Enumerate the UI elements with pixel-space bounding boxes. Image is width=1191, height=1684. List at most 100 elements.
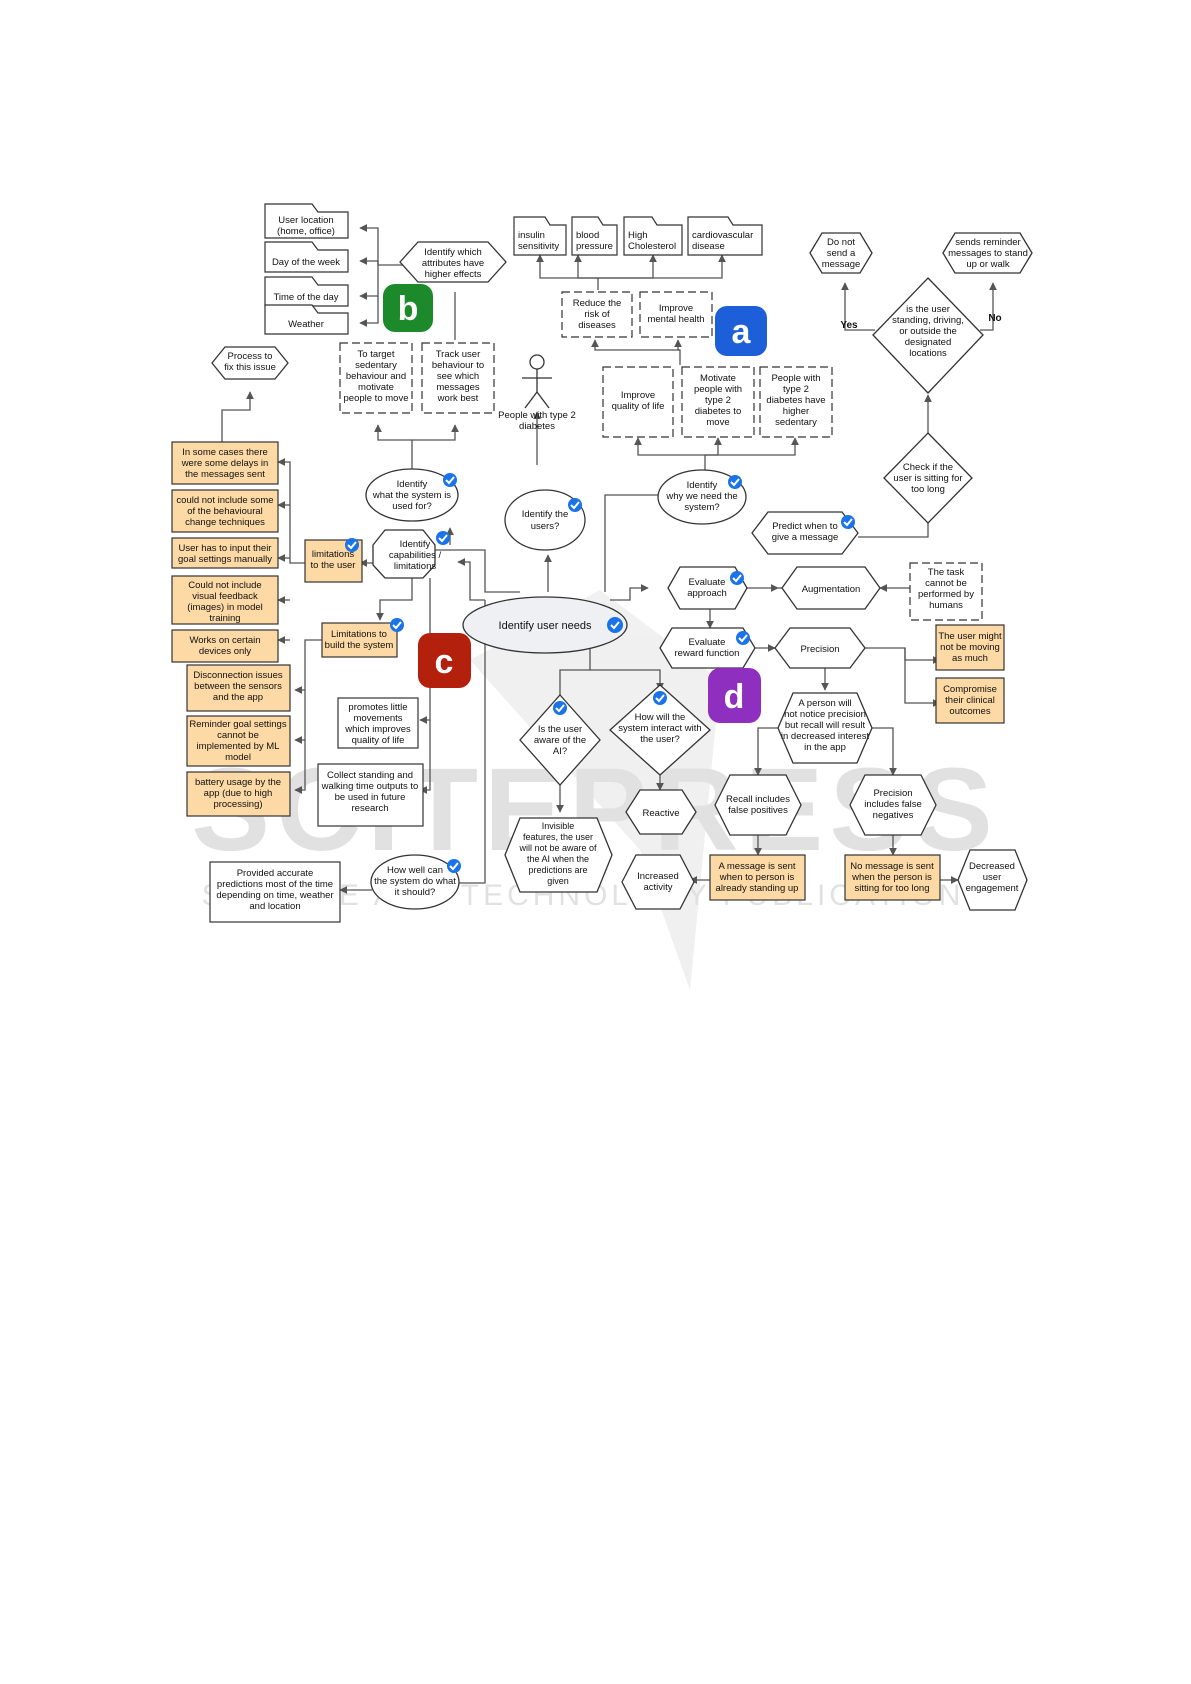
line: Evaluate [689,637,726,648]
line: build the system [325,640,394,651]
line: (images) in model [187,602,263,613]
line: aware of the [534,735,586,746]
line: A message is sent [718,861,795,872]
line: user [983,872,1001,883]
line: what the system is [372,490,451,501]
line: Could not include [188,580,261,591]
line: sitting for too long [855,883,930,894]
badge-d: d [708,668,761,723]
line: quality of life [352,735,405,746]
line: Limitations to [331,629,387,640]
badge-c: c [418,633,471,688]
line: but recall will result [785,720,866,731]
line: Motivate [700,373,736,384]
line: to the user [311,560,356,571]
line: Identify [397,479,428,490]
line: behaviour and [346,371,406,382]
line: cannot be [925,578,967,589]
line: predictions are [528,865,587,875]
check-icon [345,538,359,552]
line: the user? [640,734,680,745]
line: battery usage by the [195,777,281,788]
badge-a-label: a [732,313,752,351]
line: Identify which [424,247,482,258]
line: Reduce the [573,298,622,309]
check-icon [607,617,623,633]
line: Identify the [522,509,568,520]
line: diabetes [519,421,555,432]
line: move [706,417,729,428]
line: type 2 [705,395,731,406]
line: blood [576,230,599,241]
line: risk of [584,309,610,320]
line: Identify [400,539,431,550]
badge-b-label: b [398,290,419,328]
line: Reminder goal settings [189,719,286,730]
line: as much [952,653,988,664]
line: Process to [228,351,273,362]
line: training [209,613,240,624]
line: (home, office) [277,226,335,237]
line: Improve [621,390,655,401]
line: type 2 [783,384,809,395]
line: and the app [213,692,263,703]
line: Cholesterol [628,241,676,252]
line: messages to stand [948,248,1028,259]
line: see which [437,371,479,382]
line: negatives [873,810,914,821]
line: it should? [395,887,436,898]
check-icon [728,475,742,489]
line: locations [909,348,947,359]
user-location-label: User location(home, office) [277,215,335,237]
check-icon [730,571,744,585]
check-icon [653,691,667,705]
line: People with type 2 [498,410,576,421]
line: designated [905,337,951,348]
weather-label: Weather [288,319,324,330]
line: when to person is [719,872,795,883]
line: Collect standing and [327,770,413,781]
badge-a: a [715,306,767,356]
check-icon [436,531,450,545]
line: the AI when the [527,854,589,864]
line: Decreased [969,861,1015,872]
line: The task [928,567,965,578]
line: approach [687,588,727,599]
line: people with [694,384,742,395]
line: why we need the [665,491,737,502]
line: In some cases there [182,447,268,458]
node-user-location: User location(home, office) [264,203,349,239]
